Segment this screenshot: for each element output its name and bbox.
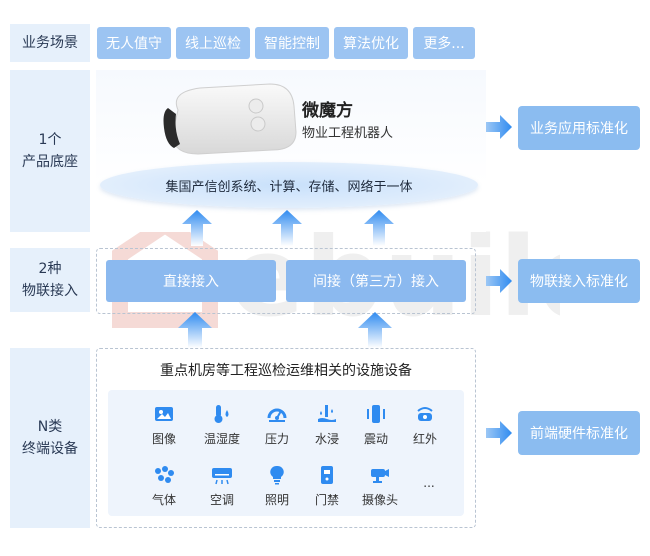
iot-standard-box: 物联接入标准化	[518, 259, 640, 303]
product-label: 1个 产品底座	[10, 70, 90, 232]
thermometer-icon	[214, 405, 229, 423]
scenario-chip-label: 线上巡检	[185, 36, 241, 52]
up-arrow-icon	[272, 210, 302, 250]
terminal-label-text: 终端设备	[22, 441, 78, 457]
device-label: 震动	[363, 432, 388, 446]
product-integration-text: 集国产信创系统、计算、存储、网络于一体	[165, 179, 413, 195]
device-label: 摄像头	[361, 493, 398, 507]
device-temperature-humidity: 温湿度	[194, 404, 250, 447]
water-leak-icon	[318, 405, 336, 422]
light-bulb-icon	[270, 465, 284, 485]
device-label: 水浸	[314, 432, 339, 446]
scenario-chip-more: 更多...	[413, 27, 475, 59]
device-air-conditioner: 空调	[194, 465, 250, 508]
right-arrow-icon	[486, 420, 512, 450]
indirect-access-label: 间接（第三方）接入	[313, 274, 439, 290]
terminal-label: N类 终端设备	[10, 348, 90, 528]
iot-label: 2种 物联接入	[10, 248, 90, 312]
scenario-chip-smart-control: 智能控制	[255, 27, 329, 59]
up-arrow-icon	[178, 312, 212, 352]
iot-label-count: 2种	[38, 261, 62, 277]
iot-standard-label: 物联接入标准化	[530, 274, 628, 290]
scenario-chip-label: 算法优化	[343, 36, 399, 52]
scenario-chip-unattended: 无人值守	[97, 27, 171, 59]
app-standard-label: 业务应用标准化	[530, 121, 628, 137]
picture-icon	[155, 407, 173, 421]
scenario-chip-label: 智能控制	[264, 36, 320, 52]
device-label: 门禁	[314, 493, 339, 507]
indirect-access-box: 间接（第三方）接入	[286, 260, 466, 302]
right-arrow-icon	[486, 268, 512, 298]
device-gas: 气体	[136, 465, 192, 508]
hardware-standard-box: 前端硬件标准化	[518, 411, 640, 455]
device-label: 气体	[151, 493, 176, 507]
device-label: 照明	[264, 493, 289, 507]
vibration-icon	[367, 405, 385, 423]
device-label: 温湿度	[203, 432, 240, 446]
device-label: 红外	[412, 432, 437, 446]
app-standard-box: 业务应用标准化	[518, 106, 640, 150]
iot-access-panel	[96, 248, 476, 314]
product-name: 微魔方	[302, 101, 353, 121]
gas-icon	[155, 466, 174, 483]
device-access-control: 门禁	[299, 465, 355, 508]
up-arrow-icon	[364, 210, 394, 250]
device-camera: 摄像头	[352, 465, 408, 508]
right-arrow-icon	[486, 114, 512, 144]
scenario-chip-label: 无人值守	[106, 36, 162, 52]
device-label: 压力	[264, 432, 289, 446]
robot-device-image	[160, 80, 300, 158]
device-label: 空调	[209, 493, 234, 507]
scenario-chip-online-inspection: 线上巡检	[176, 27, 250, 59]
infrared-sensor-icon	[417, 407, 433, 421]
direct-access-label: 直接接入	[163, 274, 219, 290]
devices-title: 重点机房等工程巡检运维相关的设施设备	[160, 363, 412, 379]
scenario-label-text: 业务场景	[22, 35, 78, 51]
scenario-chip-algorithm: 算法优化	[334, 27, 408, 59]
device-pressure: 压力	[249, 404, 305, 447]
camera-icon	[371, 469, 389, 483]
device-infrared: 红外	[397, 404, 453, 447]
terminal-label-count: N类	[37, 419, 63, 435]
device-lighting: 照明	[249, 465, 305, 508]
device-more: ...	[401, 476, 457, 490]
direct-access-box: 直接接入	[106, 260, 276, 302]
device-vibration: 震动	[348, 404, 404, 447]
scenario-label: 业务场景	[10, 24, 90, 62]
access-card-icon	[321, 466, 333, 484]
scenario-chip-label: 更多...	[423, 36, 465, 52]
device-image: 图像	[136, 404, 192, 447]
up-arrow-icon	[358, 312, 392, 352]
up-arrow-icon	[182, 210, 212, 250]
device-label: ...	[423, 476, 435, 490]
gauge-icon	[267, 408, 287, 422]
product-label-count: 1个	[38, 132, 62, 148]
product-base-ellipse: 集国产信创系统、计算、存储、网络于一体	[100, 162, 478, 208]
devices-panel	[96, 348, 476, 528]
device-water-leak: 水浸	[299, 404, 355, 447]
product-label-text: 产品底座	[22, 154, 78, 170]
iot-label-text: 物联接入	[22, 283, 78, 299]
product-subtitle: 物业工程机器人	[302, 126, 394, 141]
hardware-standard-label: 前端硬件标准化	[530, 426, 628, 442]
air-conditioner-icon	[212, 468, 232, 485]
device-label: 图像	[151, 432, 176, 446]
